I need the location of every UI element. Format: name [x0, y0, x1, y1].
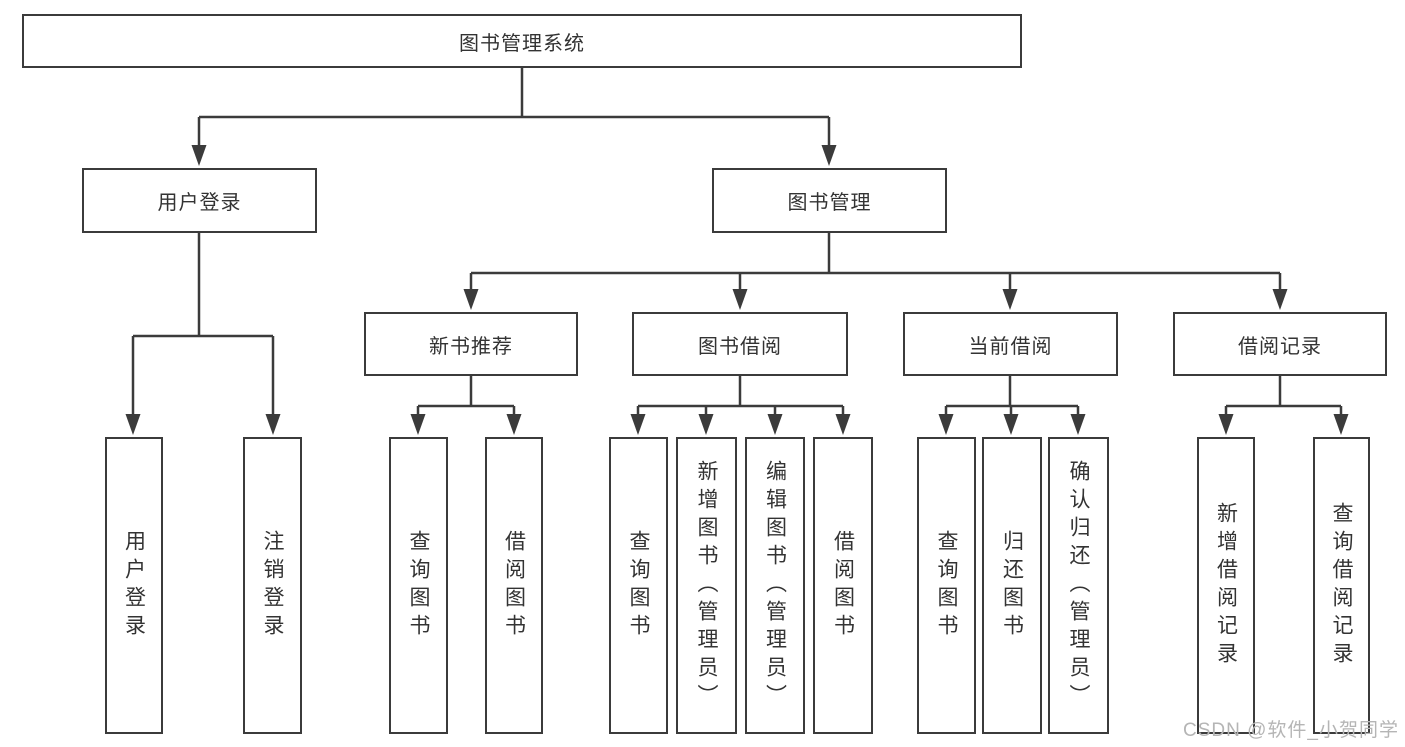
node-label: 图书管理系统 — [459, 32, 585, 55]
watermark: CSDN @软件_小贺同学 — [1183, 720, 1399, 741]
node-leaf-add-books-admin: 新增图书（管理员） — [676, 437, 737, 734]
node-root-system: 图书管理系统 — [22, 14, 1022, 68]
node-label: 查询借阅记录 — [1330, 501, 1353, 670]
node-label: 归还图书 — [1000, 529, 1024, 642]
connector-login-split — [131, 233, 275, 418]
node-leaf-query-borrow-record: 查询借阅记录 — [1313, 437, 1370, 734]
node-label: 新书推荐 — [429, 335, 513, 358]
node-leaf-query-books-1: 查询图书 — [389, 437, 448, 734]
node-book-management: 图书管理 — [712, 168, 947, 233]
node-label: 图书借阅 — [698, 335, 782, 358]
node-label: 查询图书 — [935, 529, 958, 642]
node-leaf-query-books-3: 查询图书 — [917, 437, 976, 734]
connector-record-split — [1224, 376, 1343, 418]
node-label: 注销登录 — [261, 529, 284, 642]
node-label: 借阅图书 — [502, 529, 526, 642]
connector-borrow-split — [636, 376, 845, 418]
node-label: 新增图书（管理员） — [695, 459, 718, 712]
connector-root-to-level2 — [197, 68, 831, 150]
connector-newbook-split — [416, 376, 516, 418]
node-leaf-borrow-books-2: 借阅图书 — [813, 437, 873, 734]
node-leaf-confirm-return-admin: 确认归还（管理员） — [1048, 437, 1109, 734]
node-borrow-record: 借阅记录 — [1173, 312, 1387, 376]
node-label: 当前借阅 — [968, 335, 1053, 358]
node-label: 借阅记录 — [1238, 335, 1322, 358]
node-leaf-user-login: 用户登录 — [105, 437, 163, 734]
node-leaf-return-books: 归还图书 — [982, 437, 1042, 734]
node-leaf-borrow-books-1: 借阅图书 — [485, 437, 543, 734]
node-label: 查询图书 — [407, 529, 430, 642]
node-current-borrow: 当前借阅 — [903, 312, 1118, 376]
node-leaf-query-books-2: 查询图书 — [609, 437, 668, 734]
connector-current-split — [944, 376, 1080, 418]
node-user-login: 用户登录 — [82, 168, 317, 233]
connector-management-to-level3 — [469, 233, 1282, 292]
node-label: 查询图书 — [627, 529, 650, 642]
node-label: 图书管理 — [787, 192, 872, 214]
node-label: 用户登录 — [157, 192, 242, 214]
node-leaf-add-borrow-record: 新增借阅记录 — [1197, 437, 1255, 734]
node-label: 借阅图书 — [831, 529, 855, 642]
node-label: 用户登录 — [122, 529, 146, 642]
node-label: 编辑图书（管理员） — [763, 459, 787, 712]
node-book-borrow: 图书借阅 — [632, 312, 848, 376]
node-label: 确认归还（管理员） — [1067, 459, 1090, 712]
node-leaf-edit-books-admin: 编辑图书（管理员） — [745, 437, 805, 734]
node-leaf-logout: 注销登录 — [243, 437, 302, 734]
node-label: 新增借阅记录 — [1214, 501, 1238, 670]
node-new-book-recommend: 新书推荐 — [364, 312, 578, 376]
